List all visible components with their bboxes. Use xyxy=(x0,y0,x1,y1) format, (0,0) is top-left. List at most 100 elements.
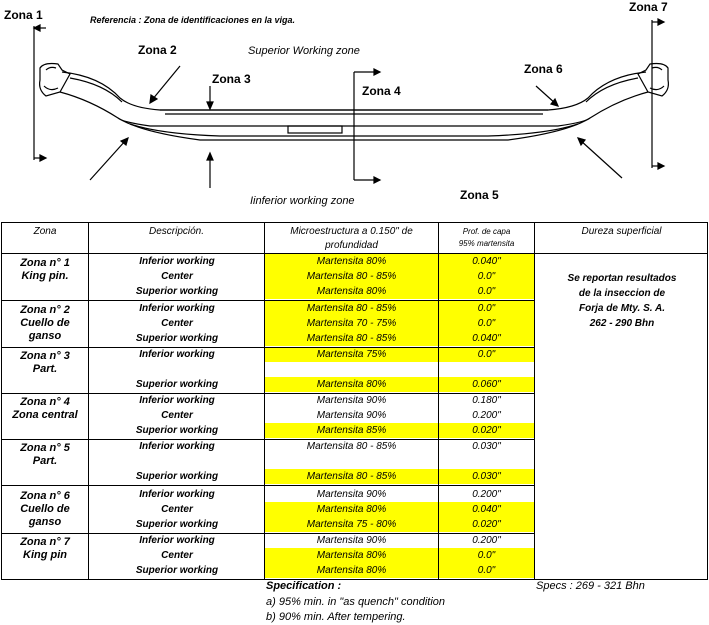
description-cell: Superior working xyxy=(135,519,219,530)
reference-caption: Referencia : Zona de identificaciones en… xyxy=(90,15,296,25)
layer-depth-cell: 0.040" xyxy=(472,256,501,267)
microstructure-cell: Martensita 80 - 85% xyxy=(306,471,397,482)
layer-depth-cell: 0.060" xyxy=(472,379,501,390)
description-cell: Inferior working xyxy=(139,535,215,546)
microstructure-cell: Martensita 75% xyxy=(316,349,387,360)
header-microestructura: Microestructura a 0.150" de profundidad xyxy=(290,226,413,251)
layer-depth-cell: 0.0" xyxy=(477,550,496,561)
highlight-cell xyxy=(439,269,534,284)
microstructure-cell: Martensita 90% xyxy=(316,395,387,406)
description-cell: Superior working xyxy=(135,471,219,482)
highlight-cell xyxy=(439,423,534,438)
highlight-cell xyxy=(265,284,438,299)
microstructure-cell: Martensita 85% xyxy=(316,425,387,436)
highlight-cell xyxy=(265,563,438,578)
spec-item-b: b) 90% min. After tempering. xyxy=(266,611,406,623)
microstructure-cell: Martensita 75 - 80% xyxy=(306,519,397,530)
highlight-cell xyxy=(265,502,438,517)
description-cell: Center xyxy=(161,550,193,561)
highlight-cell xyxy=(265,548,438,563)
description-cell: Superior working xyxy=(135,286,219,297)
highlight-cell xyxy=(439,502,534,517)
highlight-cell xyxy=(265,254,438,269)
microstructure-cell: Martensita 80% xyxy=(316,565,387,576)
zone-4-label: Zona 4 xyxy=(362,84,401,98)
header-descripcion: Descripción. xyxy=(148,226,205,237)
microstructure-cell: Martensita 80 - 85% xyxy=(306,303,397,314)
highlight-cell xyxy=(439,469,534,484)
microstructure-cell: Martensita 90% xyxy=(316,410,387,421)
spec-item-a: a) 95% min. in "as quench" condition xyxy=(266,596,446,608)
zone-2-label: Zona 2 xyxy=(138,43,177,57)
highlight-cell xyxy=(439,517,534,532)
description-cell: Superior working xyxy=(135,425,219,436)
layer-depth-cell: 0.040" xyxy=(472,333,501,344)
highlight-cell xyxy=(439,254,534,269)
description-cell: Superior working xyxy=(135,379,219,390)
microstructure-cell: Martensita 80 - 85% xyxy=(306,441,397,452)
highlight-cell xyxy=(439,347,534,362)
highlight-cell xyxy=(265,377,438,392)
description-cell: Inferior working xyxy=(139,489,215,500)
header-prof-capa: Prof. de capa 95% martensita xyxy=(458,227,515,248)
microstructure-cell: Martensita 80% xyxy=(316,286,387,297)
zone-5-label: Zona 5 xyxy=(460,188,499,202)
microstructure-cell: Martensita 90% xyxy=(316,535,387,546)
description-cell: Superior working xyxy=(135,333,219,344)
highlight-cell xyxy=(439,301,534,316)
highlight-cell xyxy=(265,331,438,346)
description-cell: Inferior working xyxy=(139,256,215,267)
zone-1-label: Zona 1 xyxy=(4,8,43,22)
zone-6-label: Zona 6 xyxy=(524,62,563,76)
description-cell: Center xyxy=(161,271,193,282)
description-cell: Center xyxy=(161,504,193,515)
spec-title: Specification : xyxy=(266,580,342,592)
description-cell: Inferior working xyxy=(139,395,215,406)
layer-depth-cell: 0.020" xyxy=(472,425,501,436)
header-dureza: Dureza superficial xyxy=(581,226,662,237)
layer-depth-cell: 0.0" xyxy=(477,318,496,329)
highlight-cell xyxy=(439,284,534,299)
microstructure-cell: Martensita 80% xyxy=(316,504,387,515)
highlight-cell xyxy=(439,316,534,331)
highlight-cell xyxy=(265,469,438,484)
zone-markers xyxy=(32,18,666,188)
layer-depth-cell: 0.020" xyxy=(472,519,501,530)
layer-depth-cell: 0.040" xyxy=(472,504,501,515)
layer-depth-cell: 0.180" xyxy=(472,395,501,406)
inferior-zone-label: Iinferior working zone xyxy=(250,195,355,207)
microstructure-cell: Martensita 80 - 85% xyxy=(306,271,397,282)
highlight-cell xyxy=(265,423,438,438)
highlight-cell xyxy=(439,331,534,346)
martensite-spec-table: Zona Descripción. Microestructura a 0.15… xyxy=(1,222,708,580)
layer-depth-cell: 0.0" xyxy=(477,349,496,360)
layer-depth-cell: 0.0" xyxy=(477,565,496,576)
microstructure-cell: Martensita 80% xyxy=(316,256,387,267)
highlight-cell xyxy=(265,347,438,362)
zone-7-label: Zona 7 xyxy=(629,0,668,14)
layer-depth-cell: 0.030" xyxy=(472,441,501,452)
axle-beam-diagram xyxy=(32,18,669,188)
description-cell: Inferior working xyxy=(139,441,215,452)
microstructure-cell: Martensita 70 - 75% xyxy=(306,318,397,329)
description-cell: Center xyxy=(161,410,193,421)
header-zona: Zona xyxy=(33,226,57,237)
layer-depth-cell: 0.0" xyxy=(477,303,496,314)
zone-3-label: Zona 3 xyxy=(212,72,251,86)
layer-depth-cell: 0.200" xyxy=(472,535,501,546)
highlight-cell xyxy=(265,316,438,331)
superior-zone-label: Superior Working zone xyxy=(248,45,360,57)
remarks-block: Se reportan resultados de la inseccion d… xyxy=(567,273,677,329)
layer-depth-cell: 0.200" xyxy=(472,489,501,500)
highlight-cell xyxy=(439,548,534,563)
layer-depth-cell: 0.030" xyxy=(472,471,501,482)
description-cell: Inferior working xyxy=(139,349,215,360)
layer-depth-cell: 0.0" xyxy=(477,286,496,297)
spec-bhn: Specs : 269 - 321 Bhn xyxy=(536,580,645,592)
